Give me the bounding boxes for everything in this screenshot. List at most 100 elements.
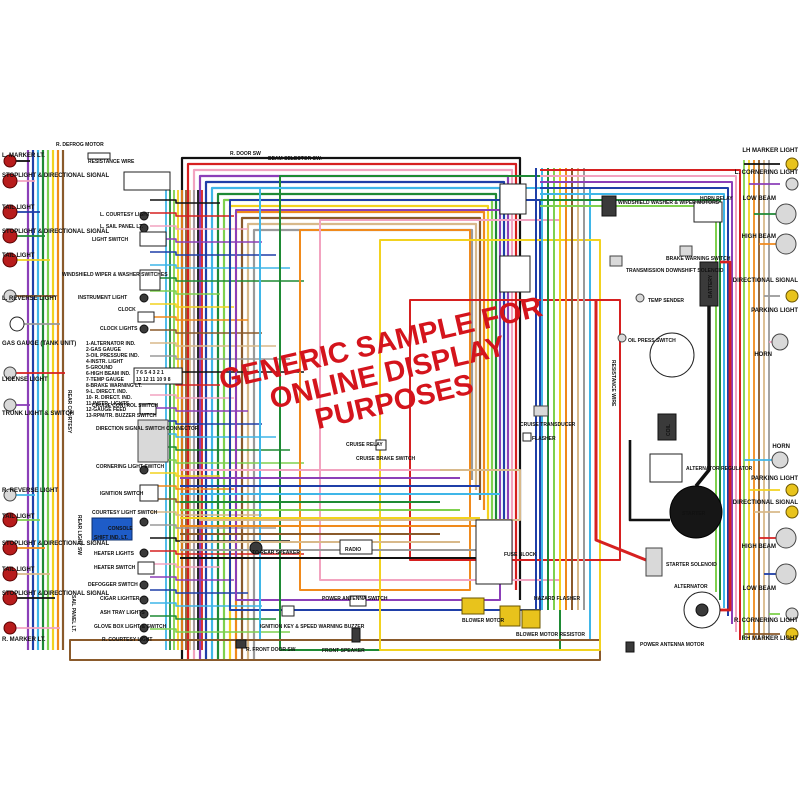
- wire: [720, 260, 732, 612]
- label-low-beam-2: LOW BEAM: [743, 586, 776, 592]
- wire: [540, 181, 733, 624]
- directional-lamp-2: [785, 505, 799, 519]
- label-oil-press: OIL PRESS SWITCH: [628, 338, 676, 344]
- wire: [540, 187, 729, 616]
- label-low-beam-1: LOW BEAM: [743, 196, 776, 202]
- gauge-legend-item: 1-ALTERNATOR IND.: [86, 341, 136, 347]
- wire: [150, 628, 290, 633]
- license-lamp: [3, 366, 17, 380]
- wire: [150, 615, 276, 620]
- label-tail-4: TAIL LIGHT: [2, 567, 35, 573]
- r-courtesy-lamp: [139, 635, 149, 645]
- wire: [150, 199, 220, 204]
- starter-solenoid-block: [645, 547, 663, 577]
- wire: [150, 277, 304, 282]
- label-stoplight-4: STOPLIGHT & DIRECTIONAL SIGNAL: [2, 591, 109, 597]
- gauge-legend-item: 13-RPM/TR. BUZZER SWITCH: [86, 413, 157, 419]
- label-starter: STARTER: [682, 511, 706, 517]
- engine-components: [601, 195, 723, 629]
- wire: [150, 394, 234, 399]
- clock-block: [137, 311, 155, 323]
- rear-speaker: [249, 541, 263, 555]
- ignition-buzzer-block: [281, 605, 295, 617]
- gauge-legend-item: 9-L. DIRECT. IND.: [86, 389, 128, 395]
- horn-2: [771, 451, 789, 469]
- wire: [150, 329, 262, 334]
- label-trunk: TRUNK LIGHT & SWITCH: [2, 411, 74, 417]
- wire: [594, 300, 647, 562]
- low-beam-lamp-2: [775, 563, 797, 585]
- horn-relay-block: [693, 201, 723, 223]
- label-power-antenna-motor: POWER ANTENNA MOTOR: [640, 642, 705, 648]
- label-fuse-block: FUSE BLOCK: [504, 552, 537, 558]
- wire: [150, 485, 234, 490]
- r-marker-lamp: [3, 621, 17, 635]
- flasher-block: [522, 432, 532, 442]
- label-r-marker: R. MARKER LT.: [2, 637, 46, 643]
- instrument-lamp: [139, 293, 149, 303]
- label-clock: CLOCK: [118, 307, 136, 313]
- tail-lamp-4: [2, 566, 18, 582]
- wire: [150, 225, 248, 230]
- blower-resistor-block: [521, 609, 541, 629]
- lh-marker-lamp: [785, 157, 799, 171]
- label-r-courtesy: R. COURTESY LIGHT: [102, 637, 152, 643]
- label-battery: BATTERY: [708, 274, 714, 298]
- gauge-legend-item: 12-GAUGE FEED: [86, 407, 127, 413]
- label-defrost-motor: R. DEFROG MOTOR: [56, 142, 104, 148]
- label-l-marker: L. MARKER LT.: [2, 153, 45, 159]
- l-cornering-lamp: [785, 177, 799, 191]
- label-brake-warning: BRAKE WARNING SWITCH: [666, 256, 731, 262]
- label-heater-switch: HEATER SWITCH: [94, 565, 136, 571]
- label-direction-signal: DIRECTION SIGNAL SWITCH CONNECTOR: [96, 426, 199, 432]
- wiper-switch-block: [139, 269, 161, 291]
- distributor-cap: [649, 332, 695, 378]
- wire: [69, 639, 601, 661]
- cruise-relay-block: [375, 439, 387, 451]
- label-parking-1: PARKING LIGHT: [751, 308, 798, 314]
- wire: [540, 175, 737, 632]
- gauge-legend-item: 4-INSTR. LIGHT: [86, 359, 123, 365]
- wire: [540, 169, 741, 640]
- wire: [150, 602, 262, 607]
- fuse-block: [475, 519, 513, 585]
- label-flasher: FLASHER: [532, 436, 556, 442]
- tail-lamp-1: [2, 204, 18, 220]
- tail-lamp-3: [2, 512, 18, 528]
- label-rh-marker: RH MARKER LIGHT: [742, 636, 799, 642]
- gauge-legend-item: 6-HIGH BEAM IND.: [86, 371, 131, 377]
- alternator-hub: [695, 603, 709, 617]
- transmission-solenoid: [609, 255, 623, 267]
- right-front-lights: [771, 157, 799, 641]
- wire: [150, 303, 234, 308]
- label-hazard-flasher: HAZARD FLASHER: [534, 596, 580, 602]
- gauge-legend: 1-ALTERNATOR IND. 2-GAS GAUGE 3-OIL PRES…: [86, 341, 157, 419]
- label-cruise-control: CRUISE CONTROL SWITCH: [92, 403, 158, 409]
- label-cruise-brake: CRUISE BRAKE SWITCH: [356, 456, 416, 462]
- brake-warning-switch: [679, 245, 693, 257]
- gas-gauge-unit: [9, 316, 25, 332]
- wire: [228, 204, 490, 660]
- battery-block: [699, 261, 719, 307]
- label-parking-2: PARKING LIGHT: [751, 476, 798, 482]
- left-labels: R. DEFROG MOTOR L. MARKER LT. STOPLIGHT …: [2, 142, 109, 643]
- heater-lamp: [139, 548, 149, 558]
- label-courtesy-switch: COURTESY LIGHT SWITCH: [92, 510, 158, 516]
- cigar-lighter-lamp: [139, 595, 149, 605]
- label-coil: COIL: [666, 424, 672, 436]
- label-rear-light-sw: REAR LIGHT SW: [76, 515, 82, 555]
- label-r-reverse: R. REVERSE LIGHT: [2, 488, 58, 494]
- stoplight-lamp-3: [2, 540, 18, 556]
- connector-block-top-2: [499, 183, 527, 215]
- center-components: [87, 152, 635, 653]
- wire: [409, 299, 621, 561]
- dash-components: [91, 211, 183, 645]
- label-l-courtesy: L. COURTESY LIGHT: [100, 212, 150, 218]
- label-l-sail-panel: L. SAIL PANEL LT.: [100, 224, 144, 230]
- wire: [150, 342, 276, 347]
- label-beam-selector: BEAM SELECTOR SW.: [268, 156, 322, 162]
- gauge-pin-numbers-2: 13 12 11 10 9 8: [136, 377, 171, 383]
- label-temp-sender: TEMP SENDER: [648, 298, 684, 304]
- label-cruise-relay: CRUISE RELAY: [346, 442, 383, 448]
- label-r-cornering: R. CORNERING LIGHT: [734, 618, 798, 624]
